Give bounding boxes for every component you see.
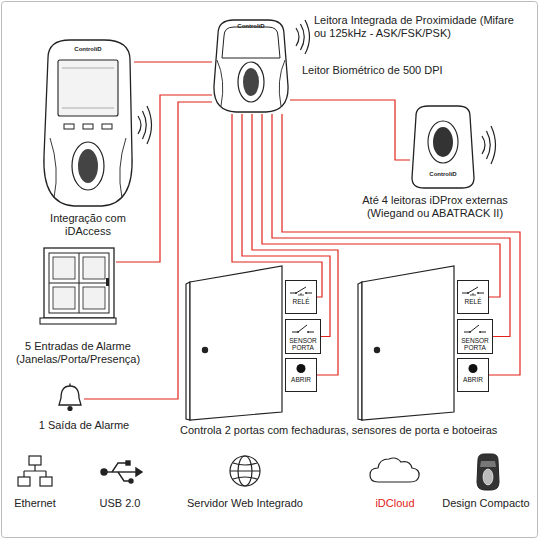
door [358,266,454,420]
box-label: RELÉ [293,298,310,305]
prox-drawing [410,104,476,190]
relay-symbol [460,284,486,296]
sensor-symbol [462,323,488,335]
button-symbol [460,362,486,374]
open-button-box: ABRIR [457,358,489,392]
box-label: ABRIR [291,376,311,383]
door [186,266,282,420]
signal-wire [272,114,510,337]
main-controller: Leitora Integrada de Proximidade (Mifare… [212,18,290,114]
signal-wire [282,114,520,375]
signal-wire [232,114,322,297]
logo-text: ControliD [410,170,476,178]
icon-label: Servidor Web Integrado [170,497,320,510]
bell-drawing [56,383,84,413]
open-button-box: ABRIR [285,358,317,392]
idprox-reader: Até 4 leitoras iDProx externas (Wiegand … [410,104,476,190]
icon-label: Ethernet [0,497,70,510]
cloud-icon [370,458,419,482]
idaccess-device: Integração com iDAccess [42,38,134,208]
signal-wire [242,114,330,337]
relay-box: RELÉ [285,280,317,314]
box-label: ABRIR [463,376,483,383]
node-caption: Até 4 leitoras iDProx externas (Wiegand … [340,194,530,220]
box-label: RELÉ [465,298,482,305]
signal-wire [290,100,410,160]
node-caption: Integração com iDAccess [28,212,148,238]
door-sensor-box: SENSOR PORTA [457,319,493,354]
caption-text: Controla 2 portas com fechaduras, sensor… [180,424,532,437]
icon-label: Design Compacto [436,497,536,510]
icon-label: iDCloud [355,497,435,510]
node-caption: Leitora Integrada de Proximidade (Mifare… [314,14,514,40]
sensor-symbol [290,323,316,335]
ethernet-icon [18,456,52,486]
sound-waves [138,20,496,164]
node-caption: 1 Saída de Alarme [29,419,139,432]
icon-label: USB 2.0 [85,497,155,510]
win-drawing [40,244,116,328]
signal-wire [134,61,212,62]
usb-icon [101,461,142,483]
acc-drawing [42,38,134,208]
node-caption: 5 Entradas de Alarme (Janelas/Porta/Pres… [8,340,148,366]
main-drawing [212,18,290,114]
device-icon [477,454,499,490]
button-symbol [288,362,314,374]
globe-icon [230,456,260,486]
alarm-bell: 1 Saída de Alarme [56,383,84,413]
door-sensor-box: SENSOR PORTA [285,319,321,354]
logo-text: ControliD [42,45,134,53]
node-caption: Leitor Biométrico de 500 DPI [302,64,502,77]
relay-symbol [288,284,314,296]
alarm-window: 5 Entradas de Alarme (Janelas/Porta/Pres… [40,244,116,328]
box-label: SENSOR PORTA [458,337,492,351]
relay-box: RELÉ [457,280,489,314]
box-label: SENSOR PORTA [286,337,320,351]
logo-text: ControliD [212,22,290,30]
